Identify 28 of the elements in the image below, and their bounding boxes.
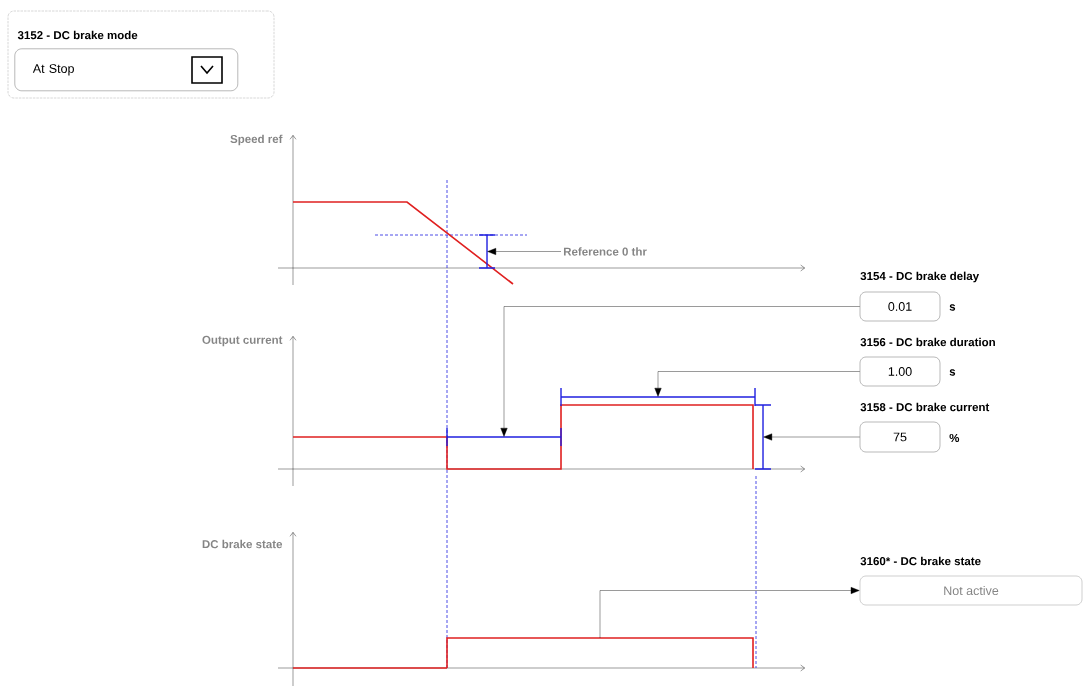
value-field: 75 [859,421,941,453]
unit-label: s [949,304,956,311]
arrow [487,248,562,255]
axis-label: Output current [202,335,283,347]
unit-label: s [949,369,956,376]
unit-label: % [949,433,960,443]
field-heading: 3156 - DC brake duration [860,337,995,347]
axis-label: DC brake state [202,539,283,549]
duration-bracket [446,427,562,447]
arrow [654,371,860,397]
axis-label: Speed ref [230,134,283,146]
arrow [763,433,860,441]
pulse-trace [446,637,754,669]
settings-panel [7,10,275,99]
field-heading: 3160* - DC brake state [860,556,981,566]
value-field: 1.00 [859,356,941,387]
duration-bracket [560,387,756,407]
level-bracket [754,404,772,470]
arrow [500,306,860,437]
arrow [599,587,860,639]
field-heading: 3158 - DC brake current [860,402,990,412]
value-field: Not active [859,575,1083,606]
annotation-text: Reference 0 thr [564,247,647,256]
field-heading: 3154 - DC brake delay [860,271,980,283]
dropdown: At Stop [14,48,238,91]
panel-heading: 3152 - DC brake mode [17,30,138,40]
level-bracket [478,234,496,269]
value-field: 0.01 [859,291,941,322]
